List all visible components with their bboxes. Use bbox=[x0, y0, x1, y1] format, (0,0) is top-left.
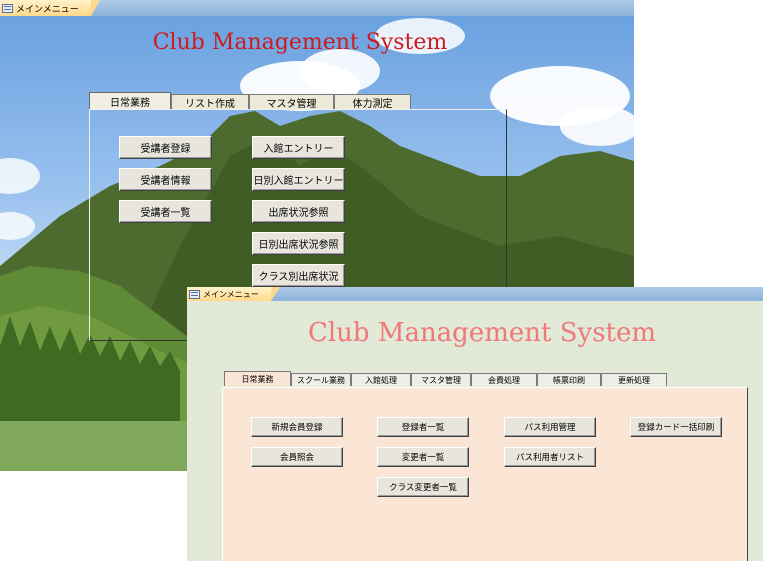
changed-list-button[interactable]: 変更者一覧 bbox=[377, 447, 469, 467]
form-icon bbox=[189, 289, 200, 299]
tab-list-creation[interactable]: リスト作成 bbox=[171, 94, 249, 110]
bulk-print-cards-button[interactable]: 登録カード一括印刷 bbox=[630, 417, 722, 437]
attendance-status-button[interactable]: 出席状況参照 bbox=[252, 200, 345, 223]
daily-attendance-status-button[interactable]: 日別出席状況参照 bbox=[252, 232, 345, 255]
tab-school-tasks[interactable]: スクール業務 bbox=[291, 373, 351, 386]
entry-button[interactable]: 入館エントリー bbox=[252, 136, 345, 159]
tab-daily-tasks[interactable]: 日常業務 bbox=[89, 92, 171, 109]
tab-fee-processing[interactable]: 会費処理 bbox=[471, 373, 537, 386]
tab-update-processing[interactable]: 更新処理 bbox=[601, 373, 667, 386]
document-tab-label: メインメニュー bbox=[203, 289, 259, 299]
app-title: Club Management System bbox=[307, 318, 657, 348]
tab-bar: 日常業務 スクール業務 入館処理 マスタ管理 会費処理 帳票印刷 更新処理 bbox=[224, 371, 667, 387]
class-change-list-button[interactable]: クラス変更者一覧 bbox=[377, 477, 469, 497]
tab-master-management[interactable]: マスタ管理 bbox=[411, 373, 471, 386]
document-tab-main-menu[interactable]: メインメニュー bbox=[0, 0, 100, 16]
tab-entry-processing[interactable]: 入館処理 bbox=[351, 373, 411, 386]
pass-user-list-button[interactable]: パス利用者リスト bbox=[504, 447, 596, 467]
tab-bar: 日常業務 リスト作成 マスタ管理 体力測定 bbox=[89, 92, 411, 110]
daily-entry-button[interactable]: 日別入館エントリー bbox=[252, 168, 345, 191]
register-attendee-button[interactable]: 受講者登録 bbox=[119, 136, 212, 159]
document-tab-bar: メインメニュー bbox=[187, 287, 763, 301]
document-tab-main-menu[interactable]: メインメニュー bbox=[187, 287, 280, 301]
registrant-list-button[interactable]: 登録者一覧 bbox=[377, 417, 469, 437]
tab-master-management[interactable]: マスタ管理 bbox=[249, 94, 334, 110]
member-inquiry-button[interactable]: 会員照会 bbox=[251, 447, 343, 467]
tab-report-printing[interactable]: 帳票印刷 bbox=[537, 373, 601, 386]
tab-fitness-test[interactable]: 体力測定 bbox=[334, 94, 411, 110]
tab-panel bbox=[222, 387, 748, 561]
pass-usage-management-button[interactable]: パス利用管理 bbox=[504, 417, 596, 437]
form-icon bbox=[2, 3, 13, 13]
tab-daily-tasks[interactable]: 日常業務 bbox=[224, 371, 291, 386]
app-title: Club Management System bbox=[152, 30, 448, 55]
main-menu-window-front: メインメニュー Club Management System 日常業務 スクール… bbox=[187, 287, 763, 561]
document-tab-bar: メインメニュー bbox=[0, 0, 634, 16]
attendee-list-button[interactable]: 受講者一覧 bbox=[119, 200, 212, 223]
document-tab-label: メインメニュー bbox=[16, 4, 79, 15]
attendee-info-button[interactable]: 受講者情報 bbox=[119, 168, 212, 191]
class-attendance-status-button[interactable]: クラス別出席状況 bbox=[252, 264, 345, 287]
new-member-register-button[interactable]: 新規会員登録 bbox=[251, 417, 343, 437]
